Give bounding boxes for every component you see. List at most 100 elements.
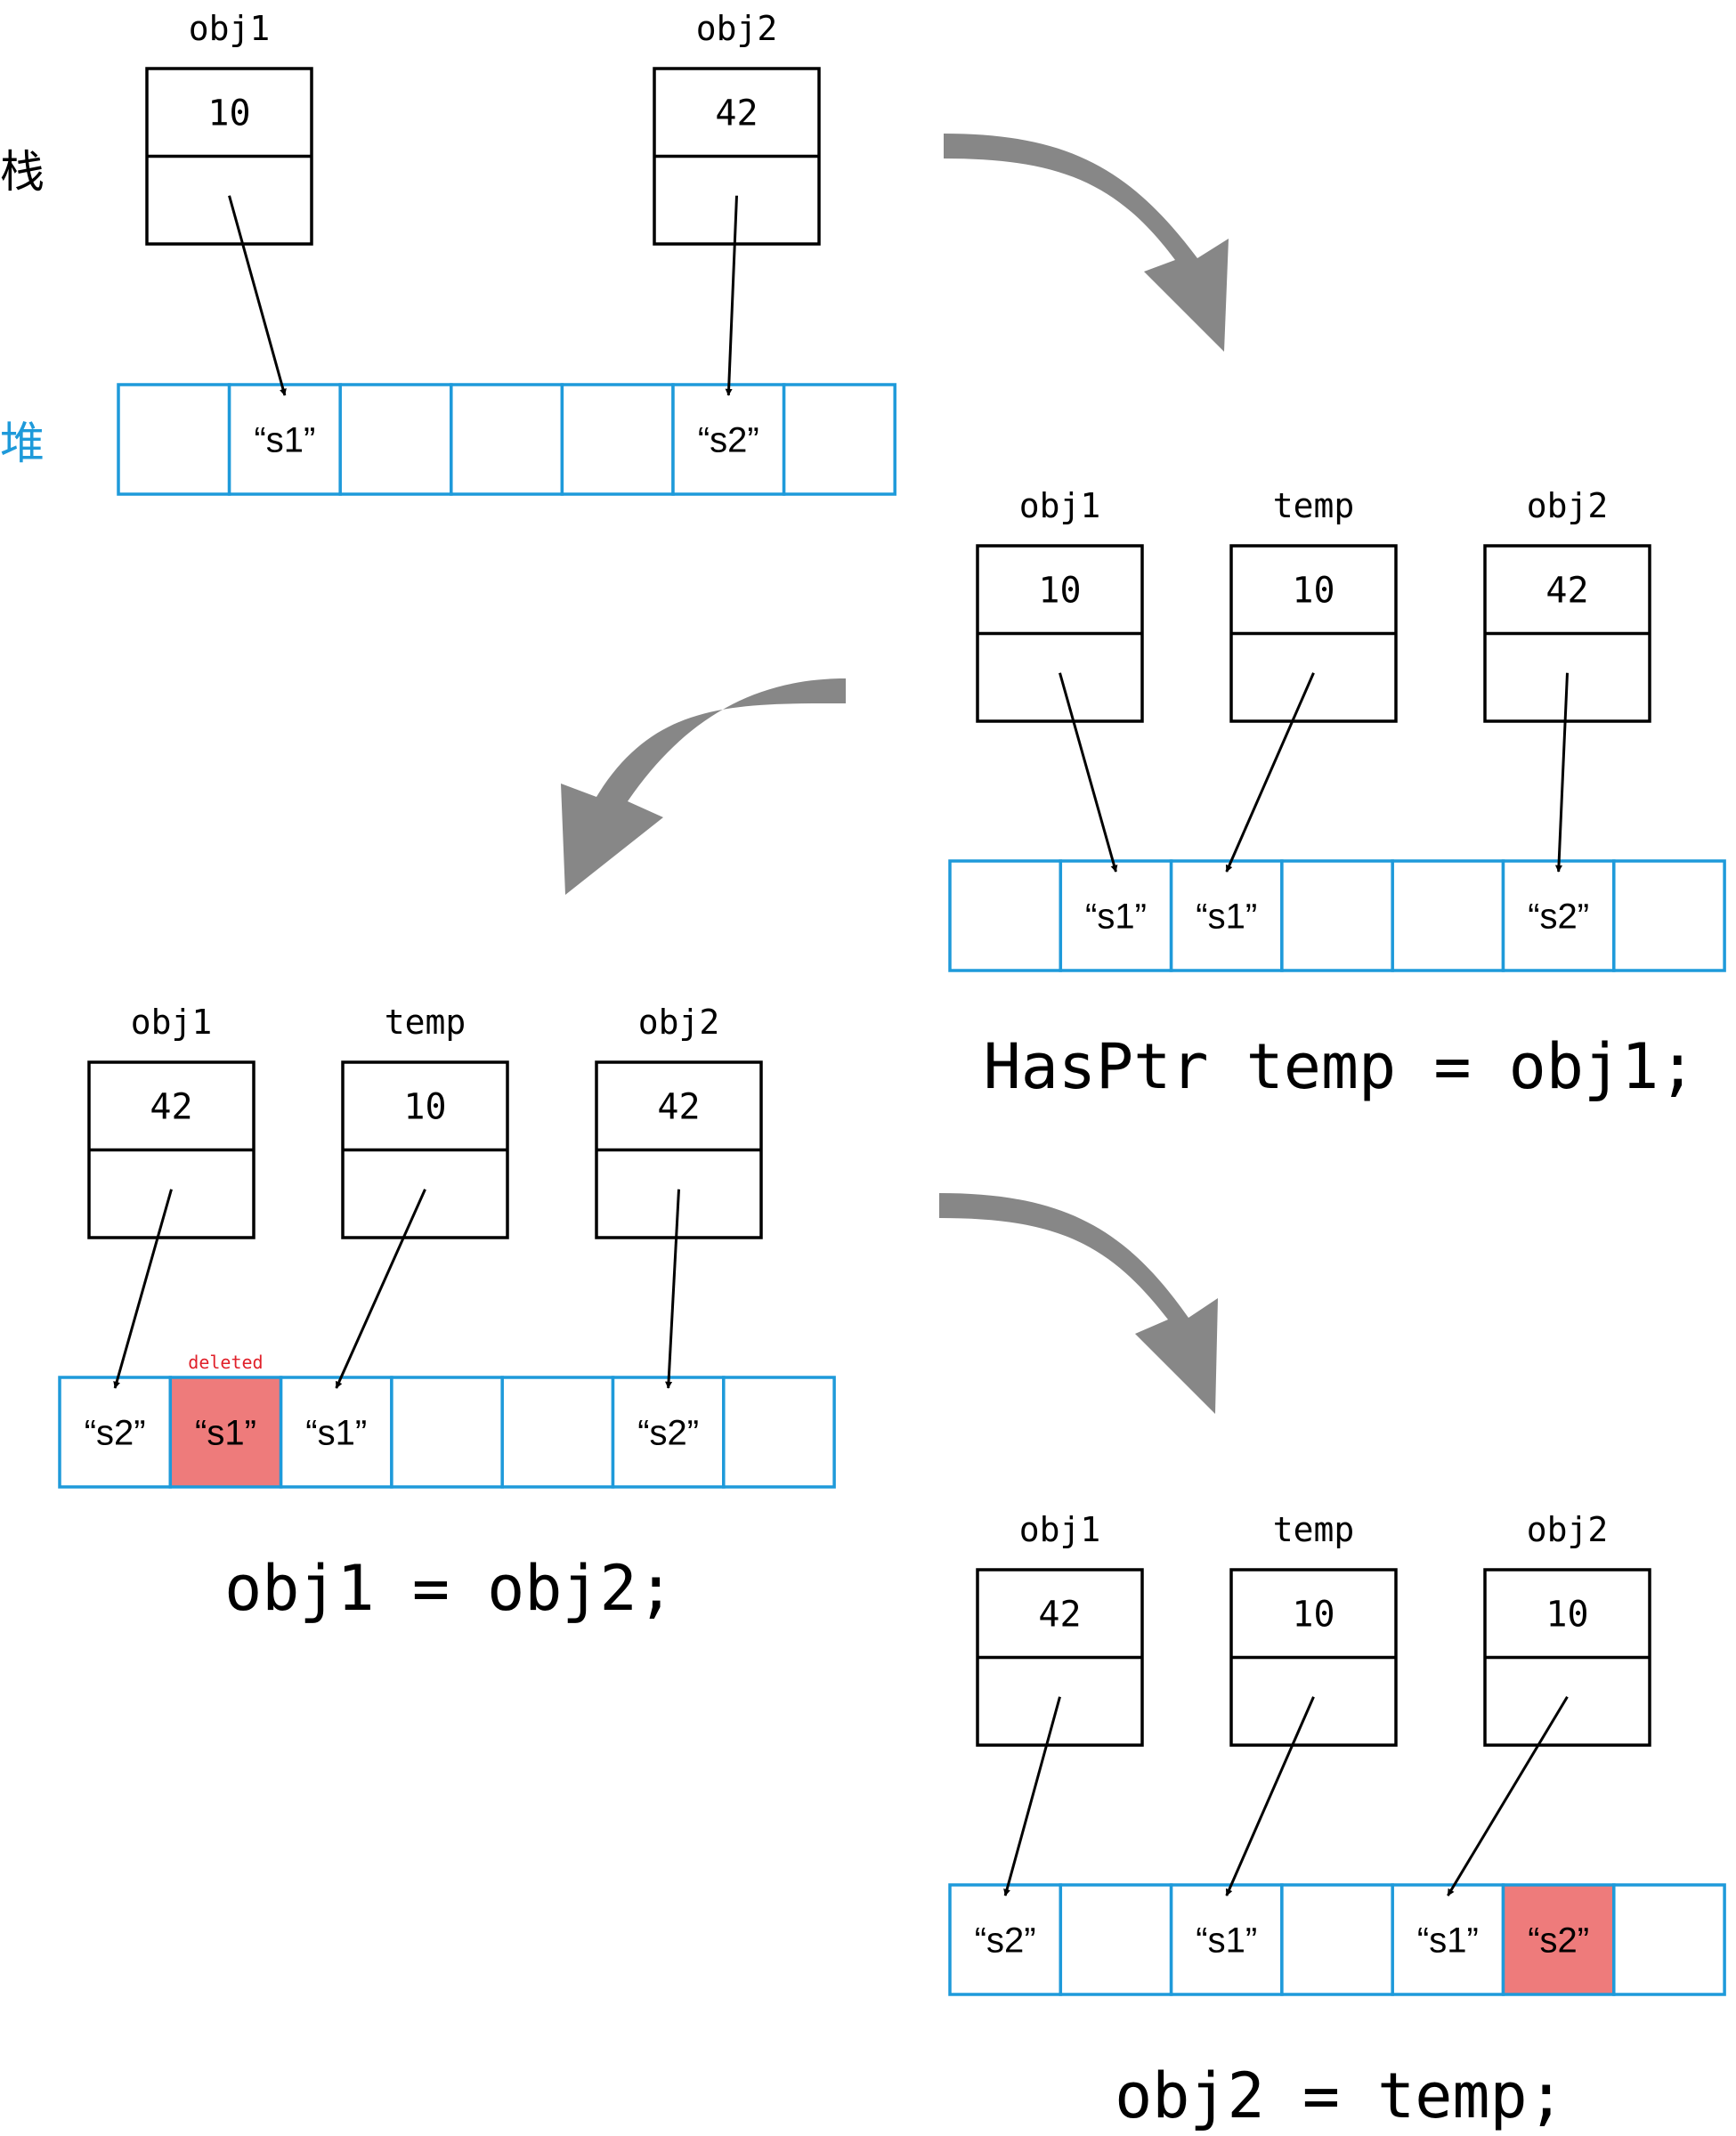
object-name: obj2 (638, 1003, 720, 1042)
heap-cell-highlighted (168, 1376, 283, 1489)
object-value: 42 (1545, 570, 1588, 611)
pointer-arrow (725, 195, 738, 396)
object-value: 10 (207, 93, 250, 134)
heap-cell-text: “s2” (698, 421, 759, 460)
heap-cell-text: “s2” (85, 1414, 146, 1453)
heap-cell-text: “s1” (1085, 897, 1147, 937)
object-name: temp (385, 1003, 466, 1042)
code-caption: HasPtr temp = obj1; (984, 1030, 1697, 1103)
stack-label: 栈 (0, 146, 45, 198)
heap-cell (782, 383, 896, 496)
object-name: obj2 (1527, 486, 1609, 525)
stack-object-obj1: obj1 10 (976, 486, 1144, 873)
pointer-arrow (1059, 672, 1118, 873)
object-name: obj1 (1019, 486, 1101, 525)
heap-cell (1280, 1883, 1394, 1996)
heap-cell (1059, 859, 1173, 972)
heap-cell (1059, 1883, 1173, 1996)
object-value: 10 (1545, 1594, 1588, 1635)
stack-object-obj2: obj2 42 (595, 1003, 763, 1389)
heap-cell-text: “s2” (1528, 1921, 1589, 1961)
pointer-arrow (113, 1189, 173, 1389)
heap-cell-text: “s2” (975, 1921, 1036, 1961)
object-name: obj1 (131, 1003, 213, 1042)
object-name: temp (1273, 486, 1355, 525)
heap-row: “s1” “s2” (117, 383, 896, 496)
heap-cell-text: “s1” (1196, 1921, 1257, 1961)
stack-object-obj2: obj2 42 (1483, 486, 1651, 873)
code-caption: obj1 = obj2; (224, 1552, 675, 1625)
pointer-arrow (1225, 1696, 1315, 1896)
heap-cell-text: “s2” (1528, 897, 1589, 937)
object-name: obj2 (1527, 1510, 1609, 1549)
state-panels: “s1”“s2”obj110obj242“s1”“s1”“s2”obj110te… (58, 9, 1726, 2132)
heap-cell (58, 1376, 173, 1489)
stack-object-obj2: obj2 42 (653, 9, 821, 396)
heap-cell (227, 383, 342, 496)
pointer-arrow (1554, 672, 1569, 873)
heap-cell (722, 1376, 836, 1489)
heap-cell (338, 383, 453, 496)
heap-cell (1280, 859, 1394, 972)
object-value: 10 (1038, 570, 1081, 611)
heap-cell (1391, 1883, 1505, 1996)
heap-cell (1169, 859, 1284, 972)
heap-cell (611, 1376, 726, 1489)
pointer-arrow (1447, 1695, 1569, 1896)
heap-cell (279, 1376, 393, 1489)
object-value: 42 (1038, 1594, 1081, 1635)
code-caption: obj2 = temp; (1115, 2059, 1565, 2132)
object-name: obj2 (696, 9, 778, 48)
stack-object-temp: temp 10 (1225, 486, 1398, 873)
object-value: 42 (150, 1086, 192, 1127)
object-value: 10 (1292, 1594, 1334, 1635)
heap-cell-text: “s1” (305, 1414, 367, 1453)
heap-cell (500, 1376, 615, 1489)
stack-object-obj1: obj1 42 (87, 1003, 256, 1389)
stack-object-temp: temp 10 (335, 1003, 509, 1389)
heap-cell-text: “s1” (1417, 1921, 1479, 1961)
heap-cell (1169, 1883, 1284, 1996)
heap-cell-text: “s1” (1196, 897, 1257, 937)
transition-arrow-3 (939, 1193, 1218, 1414)
heap-cell (560, 383, 675, 496)
stack-object-obj2: obj2 10 (1447, 1510, 1651, 1896)
object-value: 42 (715, 93, 758, 134)
heap-row: “s2” “s1” deleted “s1” “s2” (58, 1352, 836, 1489)
heap-cell (1612, 859, 1726, 972)
transition-arrow-2 (561, 678, 846, 895)
stack-object-temp: temp 10 (1225, 1510, 1398, 1896)
heap-cell (390, 1376, 504, 1489)
transition-arrow-1 (944, 134, 1229, 352)
heap-label: 堆 (0, 418, 45, 469)
heap-cell (671, 383, 786, 496)
heap-cell (948, 859, 1063, 972)
object-value: 10 (403, 1086, 446, 1127)
heap-cell (1391, 859, 1505, 972)
heap-row: “s2” “s1” “s1” “s2” (948, 1883, 1726, 1996)
heap-cell (1501, 859, 1616, 972)
pointer-arrow (1225, 672, 1315, 873)
deleted-note: deleted (188, 1352, 263, 1373)
pointer-arrow (335, 1189, 426, 1389)
object-name: obj1 (189, 9, 271, 48)
pointer-arrow (1003, 1696, 1061, 1896)
heap-row: “s1” “s1” “s2” (948, 859, 1726, 972)
object-value: 10 (1292, 570, 1334, 611)
object-name: temp (1273, 1510, 1355, 1549)
pointer-arrow (228, 195, 287, 396)
pointer-arrow (665, 1189, 680, 1389)
heap-cell (450, 383, 564, 496)
heap-cell-text: “s1” (195, 1414, 256, 1453)
heap-cell-text: “s1” (254, 421, 315, 460)
heap-cell (117, 383, 231, 496)
panel-assign-obj1: “s2” “s1” deleted “s1” “s2” obj1 42 temp 10 obj2 4… (58, 1003, 836, 1625)
object-value: 42 (657, 1086, 700, 1127)
heap-cell-highlighted (1501, 1883, 1616, 1996)
heap-cell-text: “s2” (637, 1414, 699, 1453)
heap-cell (1612, 1883, 1726, 1996)
